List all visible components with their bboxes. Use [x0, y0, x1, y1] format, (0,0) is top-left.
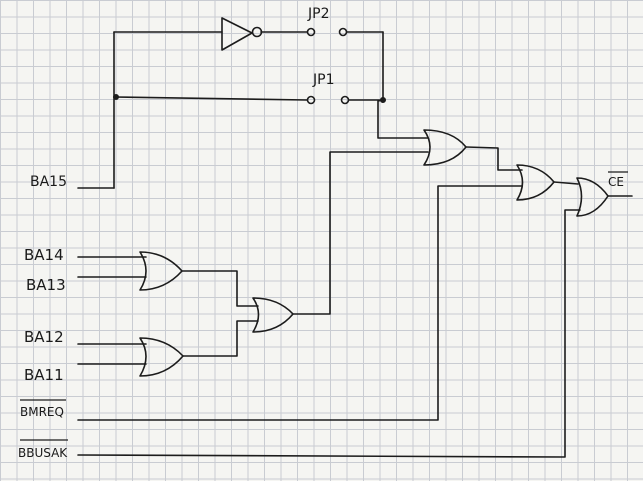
inverter-gate	[221, 17, 253, 51]
label-ba15: BA15	[30, 174, 67, 190]
input-logic	[77, 151, 429, 377]
output-logic	[77, 129, 633, 458]
wire-gate-a-out	[181, 270, 259, 307]
label-ba12: BA12	[24, 328, 64, 346]
wire-gate-b-out	[182, 320, 259, 357]
wire-gate-c-out	[292, 151, 429, 315]
jp1-contact-left	[306, 95, 316, 105]
label-bbusak: BBUSAK	[18, 446, 68, 460]
jp2-contact-left	[306, 27, 316, 37]
label-ba13: BA13	[26, 276, 66, 294]
wire-gate-d-out	[465, 146, 523, 171]
or-gate-b	[139, 337, 184, 377]
wire-jumper-common	[377, 31, 429, 139]
jumper-section	[77, 17, 429, 189]
signal-labels: JP2 JP1 BA15 BA14 BA13 BA12 BA11 BMREQ B…	[18, 6, 628, 460]
wire-bbusak	[77, 209, 581, 458]
inverter-bubble	[251, 26, 263, 38]
jp2-contact-right	[338, 27, 348, 37]
label-ba14: BA14	[24, 246, 64, 264]
label-bmreq: BMREQ	[20, 405, 64, 419]
or-gate-e	[516, 164, 555, 201]
label-ce: CE	[608, 175, 624, 189]
or-gate-c	[252, 297, 294, 333]
label-jp2: JP2	[307, 6, 329, 22]
wire-gate-e-out	[553, 181, 579, 185]
or-gate-d	[423, 129, 467, 166]
wire-to-jp1	[113, 96, 308, 101]
wire-bmreq	[77, 185, 523, 421]
or-gate-f	[576, 177, 609, 217]
label-jp1: JP1	[312, 72, 334, 88]
or-gate-a	[139, 251, 183, 291]
jp1-contact-right	[340, 95, 350, 105]
label-ba11: BA11	[24, 366, 64, 384]
